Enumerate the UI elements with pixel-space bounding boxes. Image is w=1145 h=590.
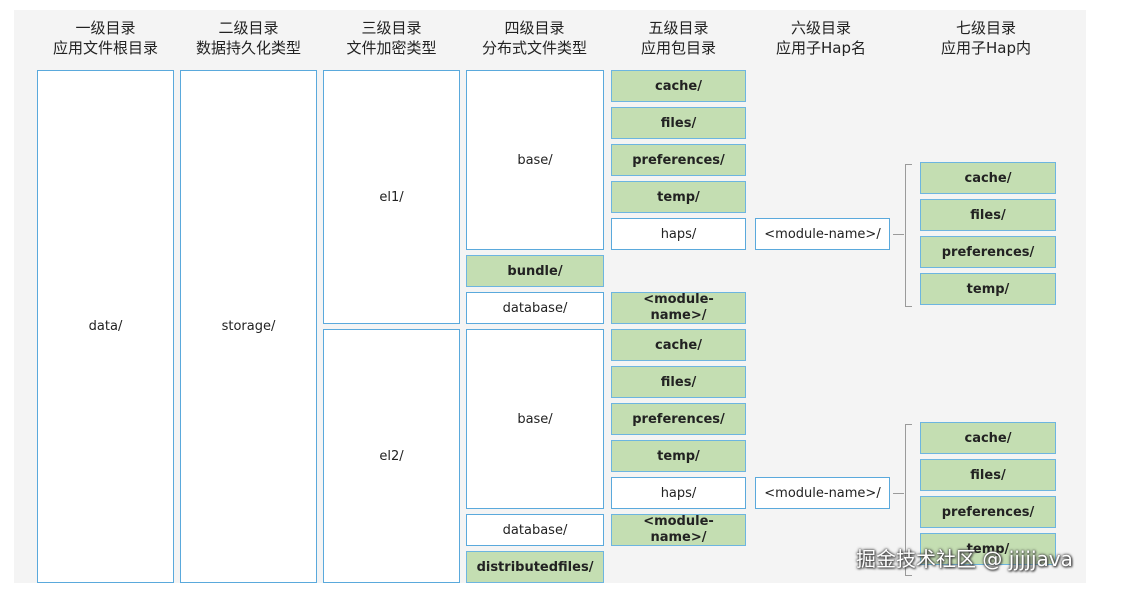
node-l7-el1-files: files/ (920, 199, 1056, 231)
node-l7-el2-preferences: preferences/ (920, 496, 1056, 528)
node-el2-haps: haps/ (611, 477, 746, 509)
node-el2-db-module-name: <module- name>/ (611, 514, 746, 546)
bracket-el1 (905, 164, 912, 307)
node-el2-preferences: preferences/ (611, 403, 746, 435)
node-l7-el2-cache: cache/ (920, 422, 1056, 454)
node-el1-haps: haps/ (611, 218, 746, 250)
node-el1-cache: cache/ (611, 70, 746, 102)
node-el1-database: database/ (466, 292, 604, 324)
node-el1: el1/ (323, 70, 460, 324)
header-level6-title: 六级目录 (790, 19, 851, 37)
node-el2-files: files/ (611, 366, 746, 398)
node-el2-distributedfiles: distributedfiles/ (466, 551, 604, 583)
connector-el2 (893, 493, 904, 494)
header-level7-title: 七级目录 (955, 19, 1016, 37)
header-level5-desc: 应用包目录 (640, 39, 716, 57)
header-level5: 五级目录 应用包目录 (611, 18, 746, 58)
header-level6: 六级目录 应用子Hap名 (752, 18, 890, 58)
node-l7-el1-temp: temp/ (920, 273, 1056, 305)
node-el2-database: database/ (466, 514, 604, 546)
node-el2-hap-module-name: <module-name>/ (755, 477, 890, 509)
header-level1-desc: 应用文件根目录 (52, 39, 158, 57)
node-storage: storage/ (180, 70, 317, 583)
header-level7: 七级目录 应用子Hap内 (915, 18, 1057, 58)
node-el1-hap-module-name: <module-name>/ (755, 218, 890, 250)
node-l7-el2-temp: temp/ (920, 533, 1056, 565)
node-el1-bundle: bundle/ (466, 255, 604, 287)
node-data: data/ (37, 70, 174, 583)
header-level7-desc: 应用子Hap内 (941, 39, 1031, 57)
node-l7-el1-preferences: preferences/ (920, 236, 1056, 268)
node-el2-temp: temp/ (611, 440, 746, 472)
node-el1-temp: temp/ (611, 181, 746, 213)
node-el2-base: base/ (466, 329, 604, 509)
node-el2: el2/ (323, 329, 460, 583)
header-level3: 三级目录 文件加密类型 (323, 18, 460, 58)
header-level1: 一级目录 应用文件根目录 (37, 18, 174, 58)
node-el1-base: base/ (466, 70, 604, 250)
node-l7-el2-files: files/ (920, 459, 1056, 491)
header-level2-title: 二级目录 (218, 19, 279, 37)
header-level1-title: 一级目录 (75, 19, 136, 37)
node-el1-files: files/ (611, 107, 746, 139)
header-level5-title: 五级目录 (648, 19, 709, 37)
node-el1-db-module-name: <module- name>/ (611, 292, 746, 324)
node-el2-cache: cache/ (611, 329, 746, 361)
header-level6-desc: 应用子Hap名 (776, 39, 866, 57)
header-level4: 四级目录 分布式文件类型 (466, 18, 603, 58)
connector-el1 (893, 234, 904, 235)
header-level4-desc: 分布式文件类型 (481, 39, 587, 57)
node-l7-el1-cache: cache/ (920, 162, 1056, 194)
watermark: 掘金技术社区 @ jjjjjava (856, 547, 1073, 571)
bracket-el2 (905, 424, 912, 576)
node-el1-preferences: preferences/ (611, 144, 746, 176)
header-level3-desc: 文件加密类型 (346, 39, 437, 57)
header-level2: 二级目录 数据持久化类型 (180, 18, 317, 58)
header-level2-desc: 数据持久化类型 (195, 39, 301, 57)
header-level3-title: 三级目录 (361, 19, 422, 37)
header-level4-title: 四级目录 (504, 19, 565, 37)
